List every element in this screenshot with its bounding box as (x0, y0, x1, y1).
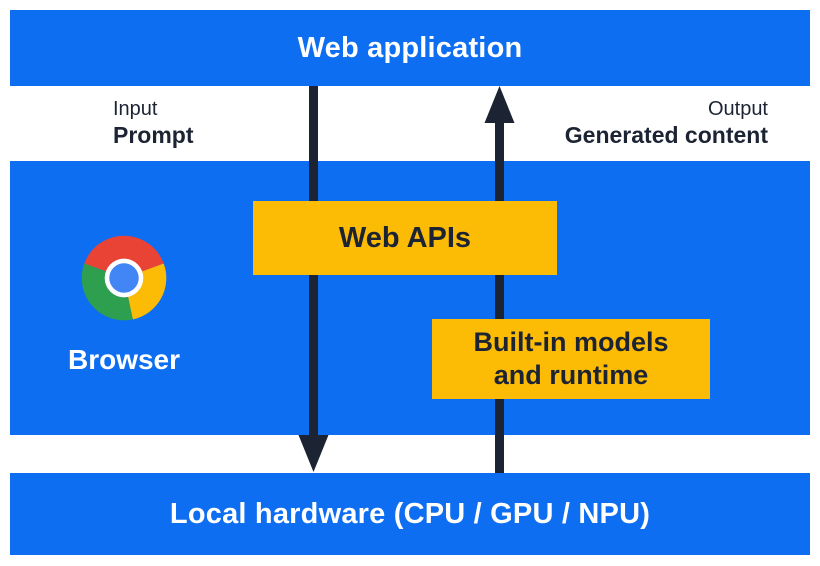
output-value: Generated content (564, 122, 768, 148)
web-application-layer: Web application (10, 10, 810, 86)
input-label-group: Input Prompt (113, 97, 194, 149)
input-value: Prompt (113, 122, 194, 148)
web-application-label: Web application (297, 31, 523, 64)
web-apis-label: Web APIs (338, 221, 472, 254)
input-title: Input (113, 98, 158, 120)
chrome-icon (78, 232, 170, 324)
builtin-models-box: Built-in models and runtime (432, 319, 710, 399)
builtin-models-label-line2: and runtime (493, 360, 649, 390)
generated-content-flow-up-arrow (484, 86, 515, 473)
local-hardware-label: Local hardware (CPU / GPU / NPU) (169, 497, 651, 530)
browser-label: Browser (67, 344, 181, 375)
local-hardware-layer: Local hardware (CPU / GPU / NPU) (10, 473, 810, 555)
web-apis-box: Web APIs (253, 201, 557, 275)
builtin-models-label-line1: Built-in models (473, 327, 669, 357)
output-title: Output (707, 98, 768, 120)
output-label-group: Output Generated content (565, 97, 768, 149)
prompt-flow-down-arrow (298, 86, 329, 472)
